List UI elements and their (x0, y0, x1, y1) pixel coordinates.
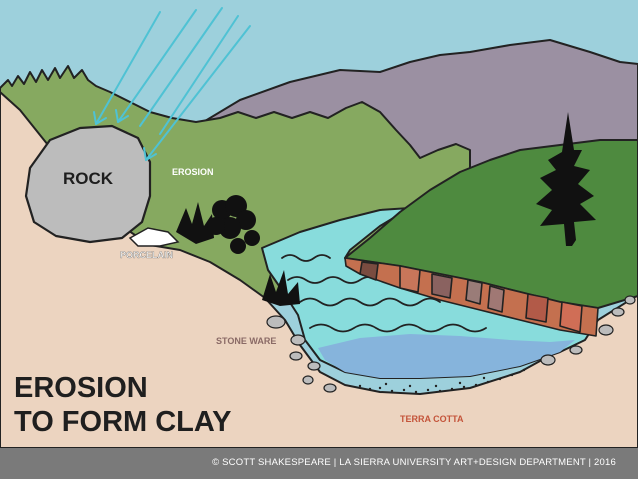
copyright-text: © SCOTT SHAKESPEARE | LA SIERRA UNIVERSI… (212, 457, 616, 468)
porcelain-deposit (128, 227, 180, 247)
rain-arrows-icon (93, 7, 251, 161)
bush-icon (176, 195, 300, 306)
page-title-line-1: EROSION (14, 372, 148, 404)
water-waves (281, 254, 487, 333)
footer-bar: © SCOTT SHAKESPEARE | LA SIERRA UNIVERSI… (0, 448, 638, 479)
pine-tree-icon (536, 112, 596, 246)
pebbles (266, 295, 636, 393)
erosion-label: EROSION (172, 167, 214, 177)
rock-shape (24, 124, 152, 244)
river-sediment (358, 368, 526, 394)
terracotta-label: TERRA COTTA (400, 414, 464, 424)
page-title-line-2: TO FORM CLAY (14, 406, 232, 438)
porcelain-label: PORCELAIN (120, 250, 173, 260)
rock-label: ROCK (63, 169, 114, 188)
clay-band (344, 257, 599, 337)
deep-water (318, 334, 575, 378)
stoneware-label: STONE WARE (216, 336, 276, 346)
